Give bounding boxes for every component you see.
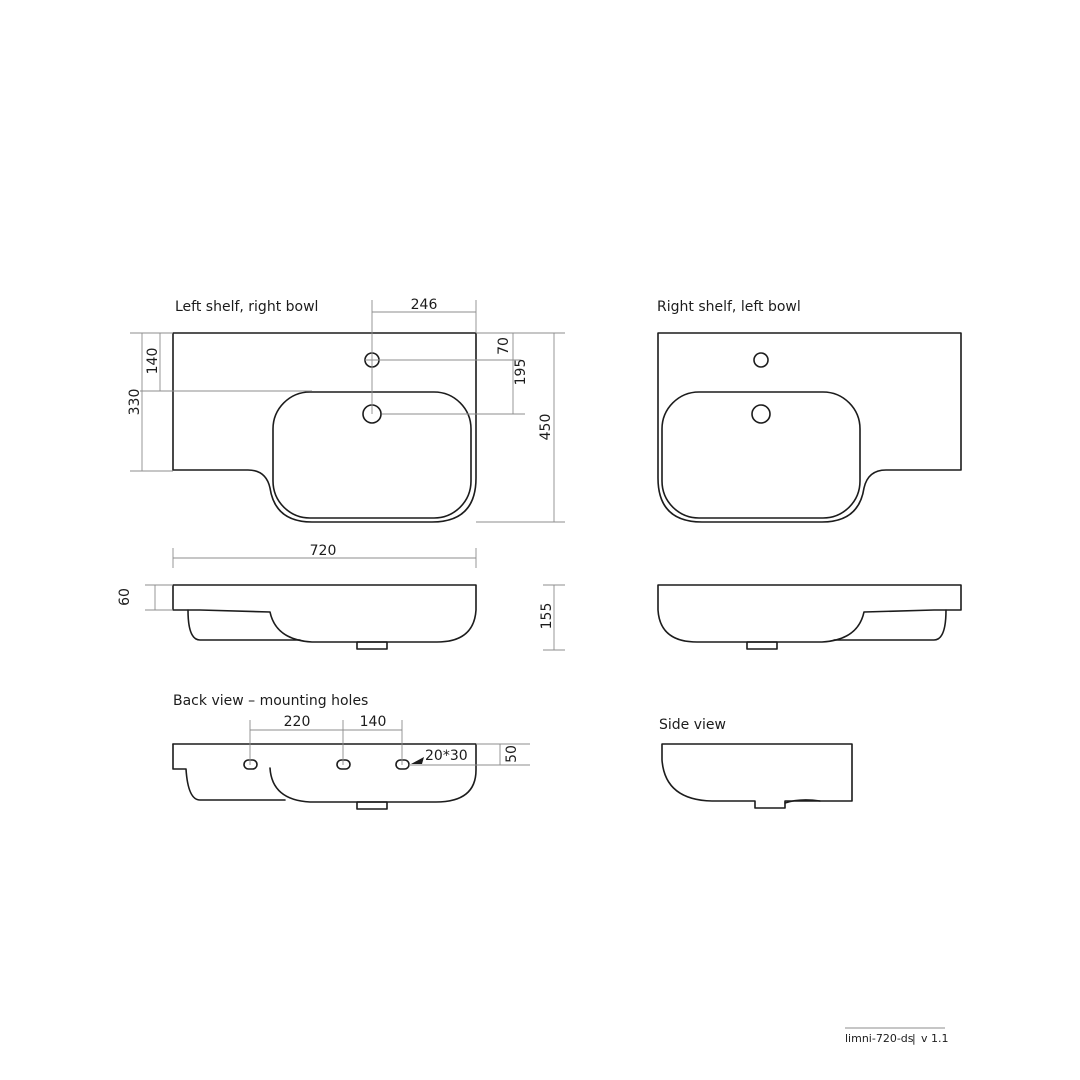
waste-outlet (356, 801, 388, 810)
document-version: v 1.1 (921, 1032, 949, 1045)
view-label-back: Back view – mounting holes (173, 693, 368, 709)
dim-720: 720 (310, 543, 337, 559)
dim-246: 246 (411, 297, 438, 313)
basin-outline (657, 332, 962, 523)
dim-155: 155 (539, 603, 555, 630)
basin-side-profile (661, 743, 853, 809)
dim-220: 220 (284, 714, 311, 730)
basin-outline (172, 332, 477, 523)
mounting-hole-icon (336, 759, 351, 770)
front-view-left (145, 584, 565, 651)
basin-profile (657, 584, 962, 643)
plan-dimension-lines (130, 300, 565, 568)
dim-60: 60 (117, 588, 133, 606)
overflow-hole-icon (751, 404, 771, 424)
dim-195: 195 (513, 359, 529, 386)
view-label-left-shelf: Left shelf, right bowl (175, 299, 318, 315)
bowl-outline (661, 391, 861, 519)
footer-separator: | (912, 1032, 916, 1045)
plan-right-shelf-left-bowl (657, 332, 962, 523)
plan-left-shelf-right-bowl (172, 332, 477, 523)
leader-arrow-icon (411, 757, 424, 764)
basin-profile (172, 584, 477, 643)
side-view (661, 743, 853, 809)
dim-20x30: 20*30 (425, 748, 468, 764)
basin-back-profile (172, 743, 477, 803)
footer: limni-720-ds | v 1.1 (845, 1027, 949, 1045)
tap-hole-icon (753, 352, 769, 368)
mounting-hole-icon (395, 759, 410, 770)
dim-50: 50 (504, 745, 520, 763)
waste-outlet (746, 641, 778, 650)
dim-450: 450 (538, 414, 554, 441)
document-code: limni-720-ds (845, 1032, 914, 1045)
back-view (172, 720, 530, 810)
dim-140-back: 140 (360, 714, 387, 730)
view-label-right-shelf: Right shelf, left bowl (657, 299, 801, 315)
dim-330: 330 (127, 389, 143, 416)
view-label-side: Side view (659, 717, 726, 733)
waste-outlet (356, 641, 388, 650)
mounting-hole-icon (243, 759, 258, 770)
dim-140: 140 (145, 348, 161, 375)
front-view-right (657, 584, 962, 650)
dim-70: 70 (496, 337, 512, 355)
